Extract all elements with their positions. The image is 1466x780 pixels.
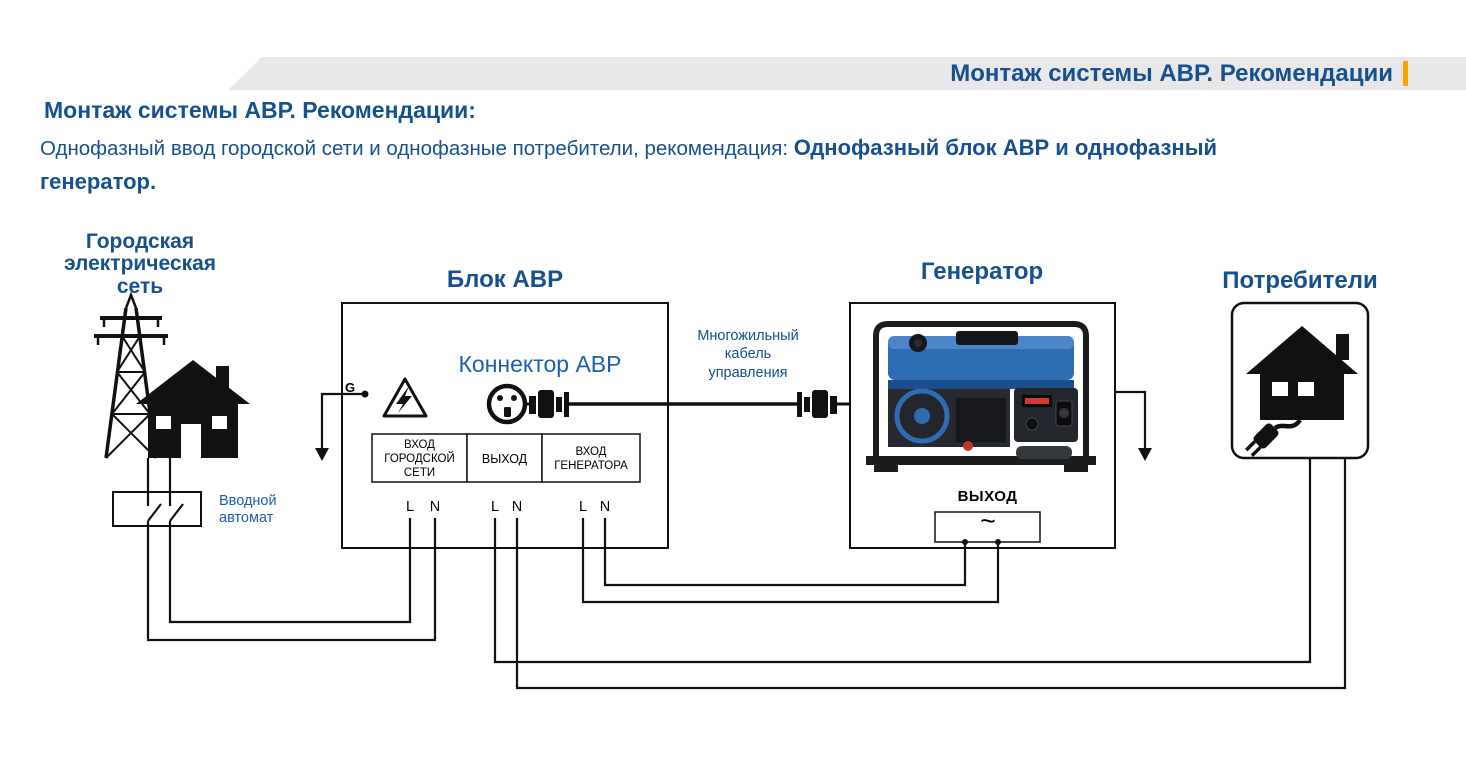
- avr-block-box: [341, 302, 669, 549]
- terminal-n-city: N: [429, 499, 441, 515]
- terminal-l-output: L: [490, 499, 500, 515]
- terminal-n-generator: N: [599, 499, 611, 515]
- avr-input-city-label: ВХОД ГОРОДСКОЙ СЕТИ: [384, 439, 455, 480]
- ground-terminal-label: G: [345, 380, 356, 395]
- avr-output-label: ВЫХОД: [481, 452, 528, 466]
- generator-image: [866, 321, 1096, 472]
- wiring: [146, 458, 1347, 690]
- generator-output-label: ВЫХОД: [957, 488, 1018, 505]
- header-title: Монтаж системы АВР. Рекомендации: [950, 59, 1393, 87]
- control-cable-label: Многожильный кабель управления: [697, 328, 799, 381]
- cable-plug-icon: [525, 390, 850, 418]
- house-plug-icon: [1244, 326, 1358, 458]
- avr-connector-label: Коннектор АВР: [458, 351, 622, 377]
- intro-paragraph: Однофазный ввод городской сети и однофаз…: [40, 131, 1390, 198]
- terminal-l-generator: L: [578, 499, 588, 515]
- breaker-label: Вводной автомат: [219, 493, 277, 527]
- terminal-n-output: N: [511, 499, 523, 515]
- ground-arrow-icon-right: [1115, 390, 1152, 461]
- ac-symbol: ~: [980, 506, 996, 536]
- ground-arrow-icon: [315, 390, 369, 461]
- terminal-l-city: L: [405, 499, 415, 515]
- avr-input-generator-label: ВХОД ГЕНЕРАТОРА: [554, 446, 628, 473]
- consumers-title: Потребители: [1222, 267, 1378, 294]
- warning-triangle-icon: [382, 377, 428, 418]
- avr-connector-icon: [486, 383, 528, 425]
- intro-bold-text-line1: Однофазный блок АВР и однофазный: [793, 135, 1218, 160]
- avr-block-title: Блок АВР: [446, 266, 564, 293]
- header-accent-bar: [1403, 61, 1408, 86]
- city-network-label: Городская электрическая сеть: [63, 230, 217, 298]
- page-title: Монтаж системы АВР. Рекомендации:: [44, 97, 476, 123]
- generator-title: Генератор: [920, 258, 1044, 285]
- intro-bold-text-line2: генератор.: [40, 168, 157, 194]
- house-icon: [136, 360, 250, 458]
- header-band: Монтаж системы АВР. Рекомендации: [228, 57, 1466, 90]
- generator-output-box: [934, 511, 1041, 545]
- intro-regular-text: Однофазный ввод городской сети и однофаз…: [40, 137, 794, 160]
